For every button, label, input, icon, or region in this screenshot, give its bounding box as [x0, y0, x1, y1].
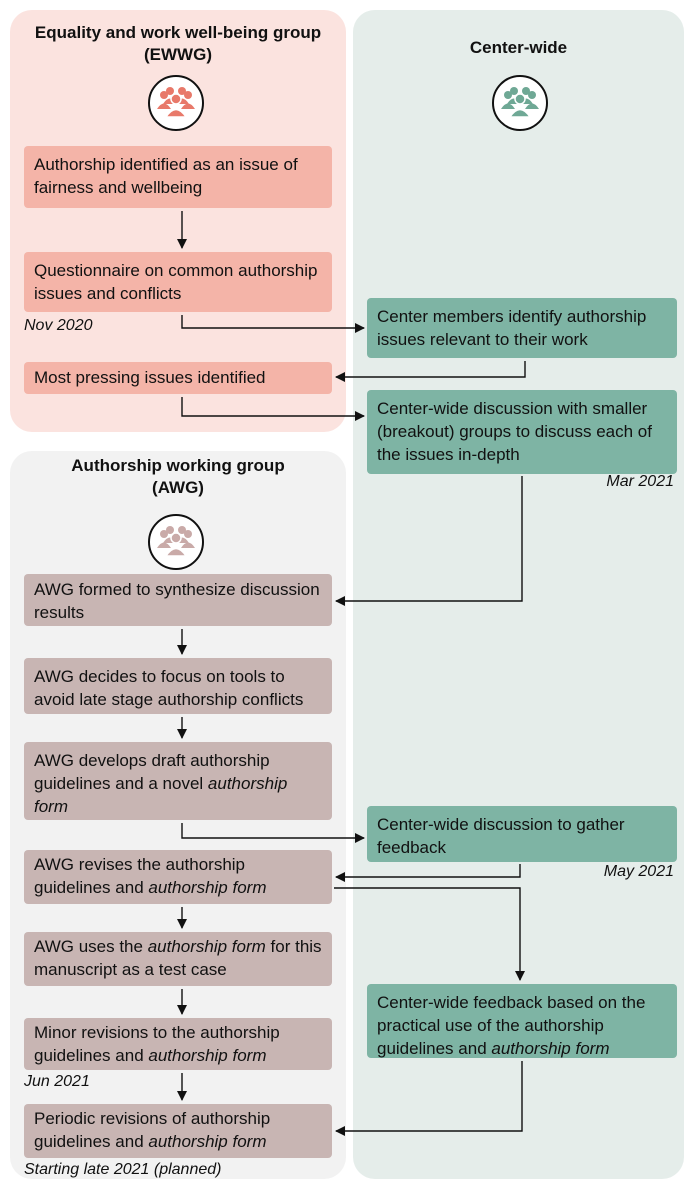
ewwg-heading-line2: (EWWG): [144, 45, 212, 64]
center-wide-step-3: Center-wide discussion to gather feedbac…: [367, 806, 677, 862]
people-group-icon-ewwg: [157, 87, 195, 118]
ewwg-step-2-text: Questionnaire on common authorship issue…: [34, 261, 318, 303]
awg-step-7: Periodic revisions of authorship guideli…: [24, 1104, 332, 1158]
awg-heading: Authorship working group (AWG): [10, 455, 346, 499]
ewwg-step-3-text: Most pressing issues identified: [34, 368, 266, 387]
people-group-icon: [492, 75, 548, 131]
awg-step-4: AWG revises the authorship guidelines an…: [24, 850, 332, 904]
center-wide-step-4-text-italic: authorship form: [491, 1039, 610, 1058]
awg-step-5-text-a: AWG uses the: [34, 937, 148, 956]
center-wide-step-3-date: May 2021: [603, 863, 674, 880]
ewwg-heading-line1: Equality and work well-being group: [34, 23, 322, 42]
awg-step-1: AWG formed to synthesize discussion resu…: [24, 574, 332, 626]
center-wide-step-2-text: Center-wide discussion with smaller (bre…: [377, 399, 652, 464]
awg-heading-line1: Authorship working group: [71, 456, 285, 475]
center-wide-step-4-text-a: Center-wide feedback based on the practi…: [377, 993, 646, 1058]
ewwg-step-1: Authorship identified as an issue of fai…: [24, 146, 332, 208]
center-wide-step-3-text: Center-wide discussion to gather feedbac…: [377, 815, 625, 857]
awg-step-4-text-a: AWG revises the authorship guidelines an…: [34, 855, 246, 897]
awg-heading-line2: (AWG): [152, 478, 204, 497]
people-group-icon-center-wide: [501, 87, 539, 118]
awg-step-3: AWG develops draft authorship guidelines…: [24, 742, 332, 820]
awg-step-5-text-italic: authorship form: [147, 937, 266, 956]
people-group-icon: [148, 514, 204, 570]
awg-step-7-text-a: Periodic revisions of authorship guideli…: [34, 1109, 271, 1151]
awg-step-6-text-a: Minor revisions to the authorship guidel…: [34, 1023, 280, 1065]
ewwg-heading: Equality and work well-being group (EWWG…: [10, 22, 346, 66]
awg-step-5-text-b: for this manuscript as a test case: [34, 937, 322, 979]
awg-step-6-text-italic: authorship form: [148, 1046, 267, 1065]
awg-step-3-text-italic: authorship form: [34, 774, 288, 816]
awg-step-2: AWG decides to focus on tools to avoid l…: [24, 658, 332, 714]
awg-step-5: AWG uses the authorship form for this ma…: [24, 932, 332, 986]
awg-step-4-text-italic: authorship form: [148, 878, 267, 897]
center-wide-step-1-text: Center members identify authorship issue…: [377, 307, 647, 349]
awg-step-7-date: Starting late 2021 (planned): [24, 1161, 222, 1178]
ewwg-step-2: Questionnaire on common authorship issue…: [24, 252, 332, 312]
people-group-icon: [148, 75, 204, 131]
awg-step-3-text-a: AWG develops draft authorship guidelines…: [34, 751, 270, 793]
ewwg-step-3: Most pressing issues identified: [24, 362, 332, 394]
ewwg-step-1-text: Authorship identified as an issue of fai…: [34, 155, 298, 197]
awg-step-1-text: AWG formed to synthesize discussion resu…: [34, 580, 320, 622]
center-wide-step-4: Center-wide feedback based on the practi…: [367, 984, 677, 1058]
awg-step-6-date: Jun 2021: [24, 1073, 90, 1090]
center-wide-step-2: Center-wide discussion with smaller (bre…: [367, 390, 677, 474]
awg-step-6: Minor revisions to the authorship guidel…: [24, 1018, 332, 1070]
awg-step-2-text: AWG decides to focus on tools to avoid l…: [34, 667, 304, 709]
awg-step-7-text-italic: authorship form: [148, 1132, 267, 1151]
center-wide-heading-text: Center-wide: [469, 38, 568, 57]
people-group-icon-awg: [157, 526, 195, 557]
center-wide-heading: Center-wide: [353, 37, 684, 59]
center-wide-step-2-date: Mar 2021: [606, 473, 674, 490]
ewwg-step-2-date: Nov 2020: [24, 317, 93, 334]
center-wide-step-1: Center members identify authorship issue…: [367, 298, 677, 358]
